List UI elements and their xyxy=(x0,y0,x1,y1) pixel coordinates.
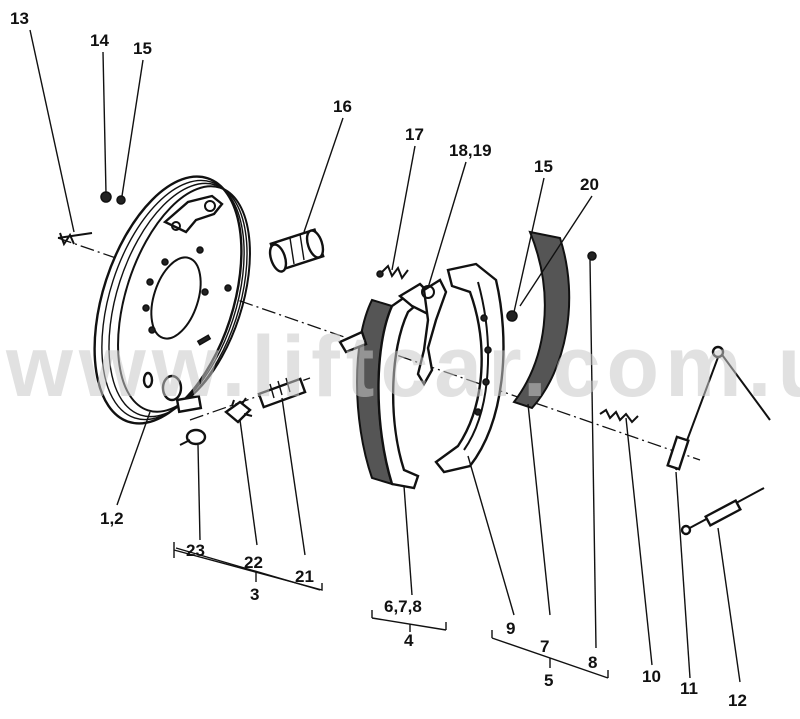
callout-7: 7 xyxy=(540,637,549,656)
callout-16: 16 xyxy=(333,97,352,116)
parking-brake-cable xyxy=(666,345,771,471)
callout-14: 14 xyxy=(90,31,109,50)
callout-3: 3 xyxy=(250,585,259,604)
callout-23: 23 xyxy=(186,541,205,560)
callout-17: 17 xyxy=(405,125,424,144)
callout-labels: 13 14 15 16 17 18,19 15 20 1,2 23 22 21 … xyxy=(10,9,747,710)
callout-4: 4 xyxy=(404,631,414,650)
wheel-cylinder xyxy=(268,228,325,273)
callout-13: 13 xyxy=(10,9,29,28)
callout-20: 20 xyxy=(580,175,599,194)
washer xyxy=(100,191,112,203)
callout-21: 21 xyxy=(295,567,314,586)
brake-lining xyxy=(512,230,571,410)
retaining-pin xyxy=(57,232,93,247)
brake-shoe-leading xyxy=(338,282,438,490)
callout-18-19: 18,19 xyxy=(449,141,492,160)
callout-9: 9 xyxy=(506,619,515,638)
adjuster-nut xyxy=(179,428,207,446)
callout-22: 22 xyxy=(244,553,263,572)
callout-5: 5 xyxy=(544,671,553,690)
leader-lines xyxy=(29,29,741,683)
callout-12: 12 xyxy=(728,691,747,710)
callout-10: 10 xyxy=(642,667,661,686)
return-spring-upper xyxy=(376,264,409,281)
callout-8: 8 xyxy=(588,653,597,672)
callout-1-2: 1,2 xyxy=(100,509,124,528)
spring-cup xyxy=(116,195,126,205)
hold-down-cup xyxy=(506,310,518,322)
adjuster-strut xyxy=(680,487,765,536)
callout-15-left: 15 xyxy=(133,39,152,58)
adjuster-wheel xyxy=(224,397,253,424)
callout-6-7-8: 6,7,8 xyxy=(384,597,422,616)
callout-15-right: 15 xyxy=(534,157,553,176)
rivet xyxy=(587,251,597,261)
adjuster-spring xyxy=(599,408,639,424)
watermark-text: www.liftcar.com.ua xyxy=(5,319,800,415)
brake-shoe-trailing xyxy=(434,262,505,474)
backing-plate xyxy=(93,175,251,425)
adjuster-screw xyxy=(257,377,307,409)
callout-11: 11 xyxy=(680,679,698,698)
